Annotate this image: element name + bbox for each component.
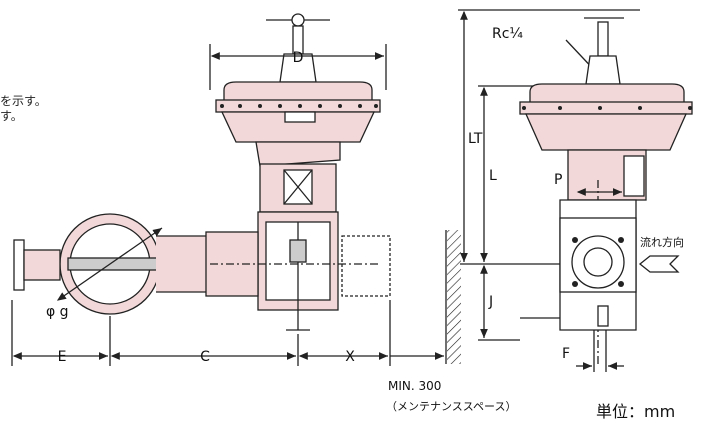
note-line-2: す。 xyxy=(0,109,23,123)
label-x: X xyxy=(345,349,355,365)
label-c: C xyxy=(200,349,210,365)
side-diaphragm-lower xyxy=(524,113,688,151)
label-e: E xyxy=(58,349,67,365)
label-phi-g: φ g xyxy=(46,304,69,320)
label-min300: MIN. 300 xyxy=(388,379,441,393)
wall xyxy=(445,230,461,364)
front-view xyxy=(11,13,444,366)
side-diaphragm-flange xyxy=(519,101,693,115)
body-shaft-housing xyxy=(156,235,211,293)
side-valve-face xyxy=(571,235,625,289)
label-flow: 流れ方向 xyxy=(640,235,684,249)
left-flange xyxy=(13,239,25,291)
label-f: F xyxy=(562,346,570,362)
bracket-small xyxy=(284,111,316,123)
diaphragm-upper xyxy=(223,81,373,103)
neck xyxy=(255,141,341,167)
side-view xyxy=(458,9,693,372)
label-maintenance: （メンテナンススペース） xyxy=(386,400,516,413)
left-neck xyxy=(23,249,61,281)
label-j: J xyxy=(488,294,493,310)
label-lt: LT xyxy=(468,131,483,147)
label-l: L xyxy=(489,168,497,184)
dim-phi-g-line xyxy=(56,227,163,301)
linkage-block xyxy=(289,239,307,263)
note-line-1: を示す。 xyxy=(0,94,47,108)
label-rc: Rc¼ xyxy=(492,26,523,42)
handwheel-hub xyxy=(291,13,305,27)
flange-bolts xyxy=(220,104,378,108)
positioner-box xyxy=(341,235,391,297)
label-p: P xyxy=(554,172,562,188)
label-d: D xyxy=(293,50,304,66)
unit-label: 単位：mm xyxy=(596,402,676,421)
flow-arrow-icon xyxy=(638,255,680,273)
side-diaphragm-upper xyxy=(529,83,685,105)
valve-disc xyxy=(67,257,161,271)
diaphragm-lower xyxy=(220,111,376,143)
